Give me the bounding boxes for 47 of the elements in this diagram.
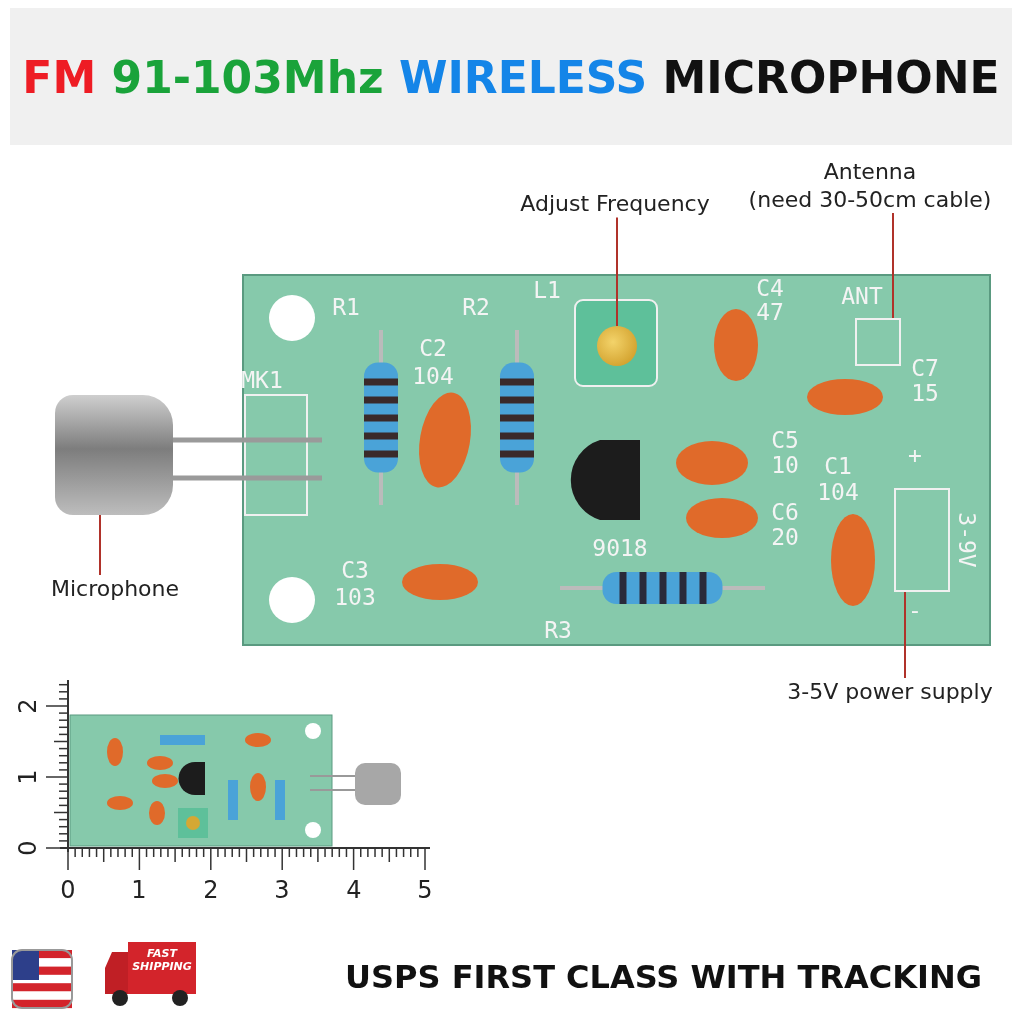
silkscreen-label: L1 xyxy=(533,278,561,302)
silkscreen-label: C4 xyxy=(756,276,784,300)
antenna-pad xyxy=(855,318,901,366)
silkscreen-label: C2 xyxy=(419,336,447,360)
ruler-number: 2 xyxy=(16,698,40,714)
silkscreen-label: MK1 xyxy=(241,368,283,392)
silkscreen-label: C1 xyxy=(824,454,852,478)
leader-line xyxy=(892,212,894,319)
ruler-number: 1 xyxy=(16,769,40,785)
ruler-number: 1 xyxy=(131,878,147,902)
silkscreen-label: 47 xyxy=(756,300,784,324)
callout-label: 3-5V power supply xyxy=(770,678,1010,706)
silkscreen-label: 9018 xyxy=(592,536,648,560)
silkscreen-label: 104 xyxy=(412,364,454,388)
silkscreen-label: 15 xyxy=(911,381,939,405)
silkscreen-label: 104 xyxy=(817,480,859,504)
ruler-number: 5 xyxy=(417,878,433,902)
callout-label: Antenna (need 30-50cm cable) xyxy=(745,158,995,213)
title: FM 91-103Mhz WIRELESS MICROPHONE xyxy=(21,52,1001,103)
leader-line xyxy=(904,591,906,679)
ruler-number: 4 xyxy=(346,878,362,902)
silkscreen-label: ANT xyxy=(841,284,883,308)
callout-label: Microphone xyxy=(40,575,190,603)
microphone-capsule xyxy=(55,395,173,515)
silkscreen-label: R2 xyxy=(462,295,490,319)
silkscreen-label: C5 xyxy=(771,428,799,452)
ruler-number: 0 xyxy=(16,840,40,856)
callout-label: Adjust Frequency xyxy=(500,190,730,218)
silkscreen-label: 3-9V xyxy=(954,512,978,568)
ruler-number: 3 xyxy=(274,878,290,902)
silkscreen-label: C7 xyxy=(911,356,939,380)
silkscreen-label: C6 xyxy=(771,500,799,524)
silkscreen-label: + xyxy=(908,443,922,467)
silkscreen-label: C3 xyxy=(341,558,369,582)
badge-text: FAST SHIPPING xyxy=(131,948,193,974)
silkscreen-label: 10 xyxy=(771,453,799,477)
leader-line xyxy=(99,514,101,576)
ruler-number: 2 xyxy=(203,878,219,902)
silkscreen-label: 103 xyxy=(334,585,376,609)
leader-line xyxy=(616,216,618,327)
silkscreen-label: R3 xyxy=(544,618,572,642)
shipping-tagline: USPS FIRST CLASS WITH TRACKING xyxy=(345,958,982,996)
silkscreen-label: - xyxy=(908,598,922,622)
silkscreen-label: 20 xyxy=(771,525,799,549)
silkscreen-label: R1 xyxy=(332,295,360,319)
ruler-number: 0 xyxy=(60,878,76,902)
power-connector xyxy=(894,488,950,592)
